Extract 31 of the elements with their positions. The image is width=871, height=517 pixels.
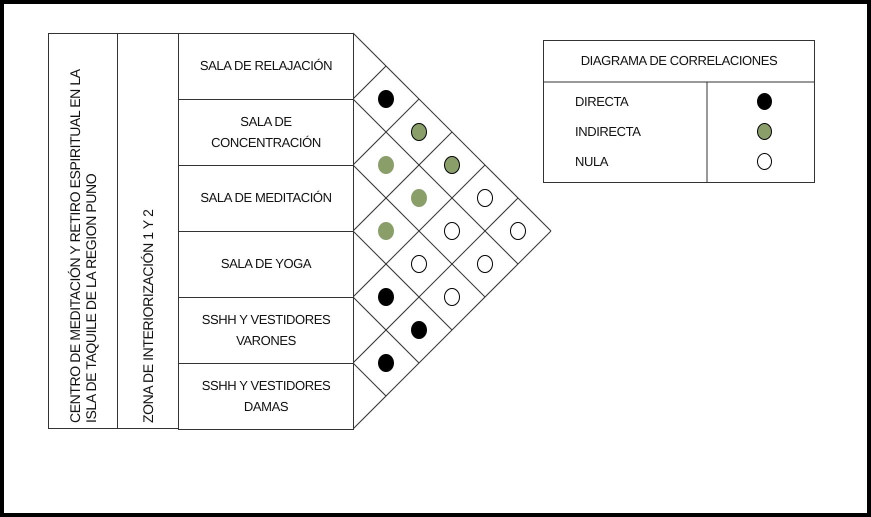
correlation-dot <box>510 222 526 240</box>
correlation-dot <box>411 189 427 207</box>
correlation-dot <box>444 156 460 174</box>
room-name-cell <box>178 363 354 430</box>
correlation-dot <box>378 90 394 108</box>
correlation-dot <box>444 222 460 240</box>
correlation-dot <box>378 354 394 372</box>
zone-name-band <box>117 33 179 429</box>
band-title: CENTRO DE MEDITACIÓN Y RETIRO ESPIRITUAL EN LA ISLA DE TAQUILE DE LA REGION PUNO <box>66 68 100 423</box>
correlation-dot <box>378 288 394 306</box>
room-name: SSHH Y VESTIDORES VARONES <box>200 311 332 350</box>
room-name-cell <box>178 33 354 100</box>
room-name: SALA DE MEDITACIÓN <box>199 189 333 208</box>
correlation-dot <box>378 222 394 240</box>
room-name: SALA DE YOGA <box>220 255 312 274</box>
correlation-dot <box>477 189 493 207</box>
correlation-dot <box>444 288 460 306</box>
correlation-dot <box>411 321 427 339</box>
room-name: SALA DE RELAJACIÓN <box>198 57 334 76</box>
room-name: SSHH Y VESTIDORES DAMAS <box>200 377 332 416</box>
site-name-band <box>48 33 118 429</box>
room-name: SALA DE CONCENTRACIÓN <box>210 113 322 152</box>
legend-text: DIRECTA <box>575 93 628 111</box>
band-title: ZONA DE INTERIORIZACIÓN 1 Y 2 <box>138 208 157 423</box>
legend-title: DIAGRAMA DE CORRELACIONES <box>580 52 778 70</box>
correlation-dot <box>378 156 394 174</box>
legend-text: NULA <box>575 153 608 171</box>
correlation-dot <box>411 123 427 141</box>
legend-text: INDIRECTA <box>575 123 640 141</box>
correlation-dot <box>477 255 493 273</box>
correlation-dot <box>411 255 427 273</box>
